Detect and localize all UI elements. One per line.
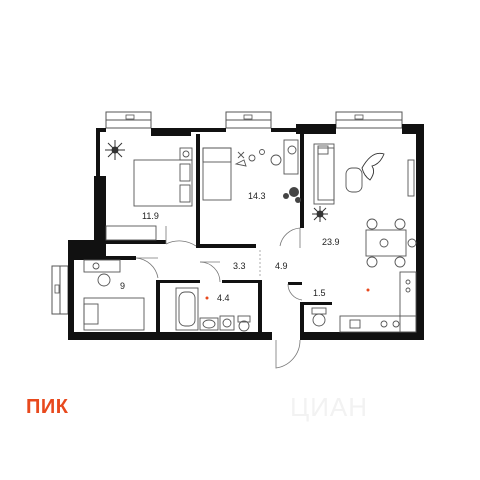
wardrobe-bedroom-1 bbox=[105, 225, 157, 241]
dining-table bbox=[365, 218, 417, 268]
bathroom-sink bbox=[199, 317, 219, 331]
kitchen-counter bbox=[339, 271, 417, 333]
marker-dot-bathroom bbox=[205, 296, 209, 300]
area-label-bedroom-1: 11.9 bbox=[142, 211, 159, 221]
plant-icon-bedroom-1 bbox=[105, 140, 125, 160]
area-label-corridor: 3.3 bbox=[233, 261, 246, 271]
bed-bedroom-2 bbox=[202, 147, 232, 201]
area-label-wc: 1.5 bbox=[313, 288, 326, 298]
dog-icon bbox=[361, 152, 385, 181]
desk-bedroom-3 bbox=[83, 259, 121, 287]
sofa-living bbox=[313, 143, 335, 205]
toilet-bathroom bbox=[237, 315, 251, 332]
window-top-right bbox=[335, 111, 403, 129]
plant-icon-living bbox=[312, 206, 328, 222]
bed-bedroom-1 bbox=[133, 147, 193, 207]
inner-walls bbox=[74, 134, 332, 335]
desk-bedroom-2 bbox=[234, 139, 299, 175]
washing-machine bbox=[219, 315, 235, 331]
window-top-left bbox=[105, 111, 152, 129]
window-left bbox=[51, 265, 69, 315]
watermark: ЦИАН bbox=[290, 392, 369, 422]
brand-logo: ПИК bbox=[26, 396, 69, 418]
toilet-wc bbox=[311, 307, 327, 327]
area-label-hallway: 4.9 bbox=[275, 261, 288, 271]
area-label-living-kitchen: 23.9 bbox=[322, 237, 340, 247]
bed-bedroom-3 bbox=[83, 297, 145, 331]
plant-icon-bedroom-2 bbox=[283, 187, 301, 203]
area-label-bedroom-2: 14.3 bbox=[248, 191, 266, 201]
doors bbox=[135, 226, 303, 369]
area-label-bedroom-3: 9 bbox=[120, 281, 125, 291]
marker-dot-kitchen bbox=[366, 288, 370, 292]
tv-living bbox=[407, 159, 415, 197]
area-label-bathroom: 4.4 bbox=[217, 293, 230, 303]
outer-walls bbox=[68, 124, 424, 340]
bathtub bbox=[175, 287, 199, 331]
coffee-table-living bbox=[345, 167, 363, 193]
window-top-middle bbox=[225, 111, 272, 129]
